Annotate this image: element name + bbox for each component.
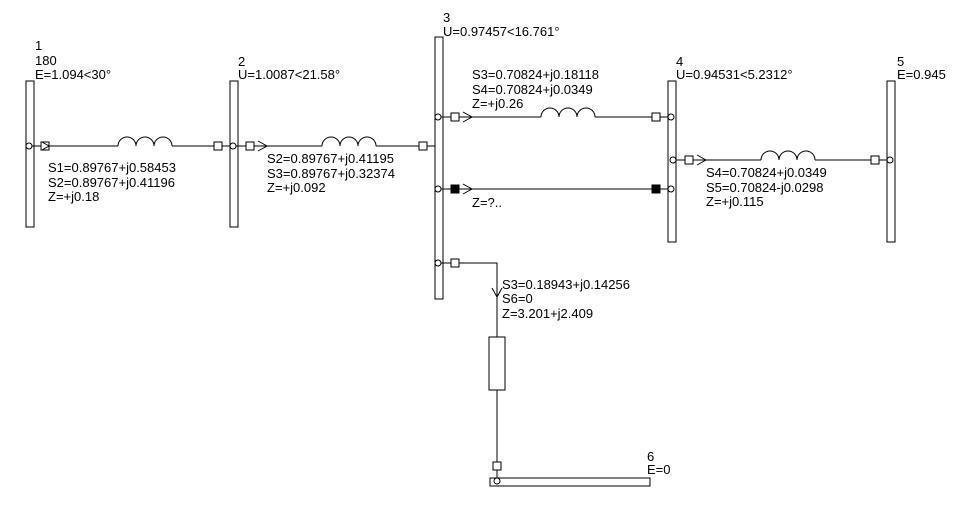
branch-3-6-s-to: S6=0 xyxy=(502,291,533,306)
branch-3-4-a-s-to: S4=0.70824+j0.0349 xyxy=(472,82,593,97)
branch-3-4-a-s-from: S3=0.70824+j0.18118 xyxy=(472,67,599,82)
branch-3-6-terminal-from[interactable] xyxy=(450,258,460,268)
branch-4-5-s-to: S5=0.70824-j0.0298 xyxy=(706,180,823,195)
branch-2-3-terminal-from[interactable] xyxy=(245,141,255,151)
branch-3-4-a-impedance: Z=+j0.26 xyxy=(472,96,523,111)
bus-1-param: 180 xyxy=(35,53,57,68)
bus-5-value: E=0.945 xyxy=(897,67,946,82)
bus-3-number: 3 xyxy=(443,10,450,25)
branch-3-4-b-impedance: Z=?.. xyxy=(472,195,502,210)
branch-2-3-s-to: S3=0.89767+j0.32374 xyxy=(267,166,395,181)
branch-3-4-b-node-from xyxy=(434,185,442,193)
branch-3-6[interactable]: S3=0.18943+j0.14256 S6=0 Z=3.201+j2.409 xyxy=(434,258,630,485)
branch-1-2-inductor-icon xyxy=(117,136,173,147)
branch-2-3[interactable]: S2=0.89767+j0.41195 S3=0.89767+j0.32374 … xyxy=(236,136,435,195)
bus-1[interactable]: 1 180 E=1.094<30° xyxy=(25,38,111,228)
branch-3-4-b-terminal-to[interactable] xyxy=(651,184,661,194)
branch-3-6-resistor-icon xyxy=(488,336,506,391)
bus-1-value: E=1.094<30° xyxy=(35,67,111,82)
branch-4-5-terminal-to[interactable] xyxy=(870,155,880,165)
branch-3-4-b[interactable]: Z=?.. xyxy=(434,183,675,210)
branch-1-2-s-to: S2=0.89767+j0.41196 xyxy=(48,175,175,190)
branch-1-2-node-from xyxy=(25,142,33,150)
branch-3-6-node-to xyxy=(493,477,501,485)
branch-4-5-node-from xyxy=(669,156,677,164)
branch-4-5-terminal-from[interactable] xyxy=(684,155,694,165)
branch-1-2-terminal-to[interactable] xyxy=(213,141,223,151)
branch-2-3-inductor-icon xyxy=(321,136,377,147)
branch-3-6-flow-arrow xyxy=(491,287,503,299)
branch-1-2-s-from: S1=0.89767+j0.58453 xyxy=(48,160,176,175)
branch-2-3-s-from: S2=0.89767+j0.41195 xyxy=(267,151,394,166)
branch-3-4-a-terminal-from[interactable] xyxy=(450,112,460,122)
branch-2-3-terminal-to[interactable] xyxy=(418,141,428,151)
bus-1-number: 1 xyxy=(35,38,42,53)
bus-6[interactable]: 6 E=0 xyxy=(489,449,671,487)
bus-5[interactable]: 5 E=0.945 xyxy=(886,54,946,243)
branch-3-4-a-node-to xyxy=(667,113,675,121)
bus-5-number: 5 xyxy=(897,54,904,69)
branch-3-4-b-terminal-from[interactable] xyxy=(450,184,460,194)
bus-2[interactable]: 2 U=1.0087<21.58° xyxy=(229,54,340,228)
bus-4-number: 4 xyxy=(676,54,683,69)
branch-2-3-impedance: Z=+j0.092 xyxy=(267,180,326,195)
branch-1-2-node-to xyxy=(229,142,237,150)
branch-3-6-wire xyxy=(459,262,498,337)
branch-4-5[interactable]: S4=0.70824+j0.0349 S5=0.70824-j0.0298 Z=… xyxy=(669,150,894,209)
branch-3-4-a-flow-arrow xyxy=(462,111,474,123)
branch-3-6-node-from xyxy=(434,259,442,267)
branch-4-5-node-to xyxy=(886,156,894,164)
branch-4-5-s-from: S4=0.70824+j0.0349 xyxy=(706,165,827,180)
bus-4[interactable]: 4 U=0.94531<5.2312° xyxy=(667,54,793,243)
branch-3-6-s-from: S3=0.18943+j0.14256 xyxy=(502,277,630,292)
branch-3-4-b-flow-arrow xyxy=(462,183,474,195)
branch-4-5-inductor-icon xyxy=(760,150,816,161)
bus-6-number: 6 xyxy=(647,449,654,464)
branch-2-3-flow-arrow xyxy=(257,140,269,152)
bus-2-value: U=1.0087<21.58° xyxy=(238,67,340,82)
bus-2-bar[interactable] xyxy=(229,80,239,228)
branch-1-2[interactable]: S1=0.89767+j0.58453 S2=0.89767+j0.41196 … xyxy=(25,136,237,204)
branch-1-2-impedance: Z=+j0.18 xyxy=(48,189,99,204)
bus-1-bar[interactable] xyxy=(25,80,35,228)
branch-3-4-a-node-from xyxy=(434,113,442,121)
branch-3-6-impedance: Z=3.201+j2.409 xyxy=(502,306,593,321)
bus-2-number: 2 xyxy=(238,54,245,69)
branch-3-6-terminal-to[interactable] xyxy=(492,461,502,471)
branch-3-4-a-terminal-to[interactable] xyxy=(651,112,661,122)
bus-3[interactable]: 3 U=0.97457<16.761° xyxy=(434,10,560,300)
bus-3-value: U=0.97457<16.761° xyxy=(443,24,560,39)
branch-3-4-a-inductor-icon xyxy=(540,107,596,118)
bus-3-bar[interactable] xyxy=(434,36,444,300)
bus-4-value: U=0.94531<5.2312° xyxy=(676,67,793,82)
branch-3-4-b-node-to xyxy=(667,185,675,193)
bus-6-value: E=0 xyxy=(647,462,671,477)
branch-4-5-impedance: Z=+j0.115 xyxy=(706,194,764,209)
branch-4-5-flow-arrow xyxy=(696,154,708,166)
branch-3-4-a[interactable]: S3=0.70824+j0.18118 S4=0.70824+j0.0349 Z… xyxy=(434,67,675,123)
bus-6-bar[interactable] xyxy=(489,477,651,487)
